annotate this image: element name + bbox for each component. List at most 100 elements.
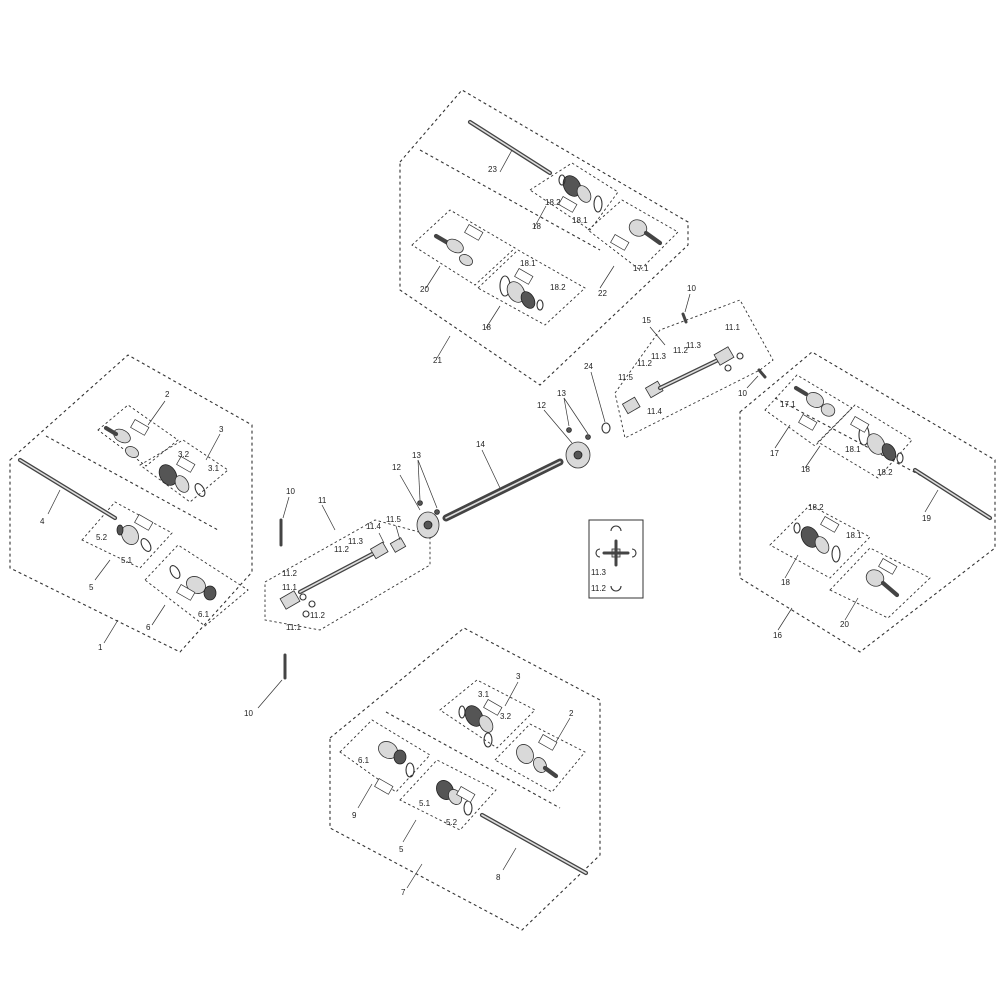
- clamp-ring-icon: [601, 422, 611, 434]
- label-18-1: 18.1: [520, 259, 536, 268]
- label-5: 5: [89, 583, 94, 592]
- bolt-icon: 10: [244, 653, 287, 718]
- bolt-icon: 10: [681, 284, 696, 324]
- label-3-1: 3.1: [478, 690, 490, 699]
- label-4: 4: [40, 517, 45, 526]
- label-18-2: 18.2: [545, 198, 561, 207]
- label-18: 18: [801, 465, 810, 474]
- group-15: 10 10 15 11.1 11.3 11.2 11.2 11.3 11.5 1…: [614, 284, 774, 439]
- label-11-1: 11.1: [286, 623, 302, 632]
- label-17-1: 17.1: [633, 264, 649, 273]
- bearing-icon: [186, 576, 217, 601]
- oil-can-icon: [464, 196, 630, 285]
- bearing-icon: [565, 441, 591, 469]
- label-11-1: 11.1: [282, 583, 298, 592]
- label-11-4: 11.4: [647, 407, 663, 416]
- label-11-3: 11.3: [651, 352, 667, 361]
- label-11-2: 11.2: [310, 611, 326, 620]
- label-18-1: 18.1: [846, 531, 862, 540]
- bolt-icon: [566, 427, 591, 440]
- label-11-2: 11.2: [637, 359, 653, 368]
- label-10: 10: [687, 284, 696, 293]
- u-joint-detail: 11.3 11.2: [588, 519, 644, 599]
- group-14: 12 13 14 12 13 24: [392, 362, 611, 539]
- label-2: 2: [165, 390, 170, 399]
- boot-icon: [458, 705, 494, 748]
- oil-can-icon: [130, 419, 196, 601]
- label-5-1: 5.1: [419, 799, 431, 808]
- shaft-icon: [912, 467, 993, 521]
- label-20: 20: [840, 620, 849, 629]
- bearing-icon: [378, 741, 415, 778]
- label-16: 16: [773, 631, 782, 640]
- label-3-1: 3.1: [208, 464, 220, 473]
- label-12: 12: [392, 463, 401, 472]
- label-11-2: 11.2: [282, 569, 298, 578]
- label-18: 18: [532, 222, 541, 231]
- boot-icon: [558, 174, 603, 213]
- shaft-icon: [17, 457, 118, 521]
- shaft-icon: [657, 357, 721, 391]
- cv-joint-icon: [436, 780, 473, 816]
- oil-can-icon: [374, 699, 558, 803]
- label-13: 13: [412, 451, 421, 460]
- label-1: 1: [98, 643, 103, 652]
- clamp-ring-icon: [595, 525, 637, 592]
- label-18: 18: [482, 323, 491, 332]
- shaft-icon: [467, 119, 553, 176]
- label-2: 2: [569, 709, 574, 718]
- label-23: 23: [488, 165, 497, 174]
- label-18-2: 18.2: [550, 283, 566, 292]
- cv-joint-icon: [865, 569, 900, 598]
- boot-icon: [793, 522, 841, 563]
- label-9: 9: [352, 811, 357, 820]
- bolt-icon: 10: [279, 487, 295, 547]
- label-13: 13: [557, 389, 566, 398]
- label-22: 22: [598, 289, 607, 298]
- group-21: 23 18.2 18.1 18 17.1 22 20 18.1 18.2 18 …: [399, 89, 689, 386]
- label-19: 19: [922, 514, 931, 523]
- u-joint-icon: [369, 537, 407, 560]
- label-15: 15: [642, 316, 651, 325]
- boot-icon: [158, 464, 190, 493]
- label-6-1: 6.1: [198, 610, 210, 619]
- label-3: 3: [516, 672, 521, 681]
- label-18: 18: [781, 578, 790, 587]
- label-18-2: 18.2: [808, 503, 824, 512]
- u-joint-icon: [713, 346, 744, 372]
- label-3: 3: [219, 425, 224, 434]
- label-17-1: 17.1: [780, 400, 796, 409]
- label-10: 10: [286, 487, 295, 496]
- label-7: 7: [401, 888, 406, 897]
- oil-can-icon: [798, 414, 898, 575]
- label-24: 24: [584, 362, 593, 371]
- label-11-2: 11.2: [591, 584, 607, 593]
- group-16: 17.1 17 18.1 18.2 18 19 18.2 18.1 18 20 …: [739, 351, 996, 653]
- cv-joint-icon: [628, 219, 663, 246]
- label-18-1: 18.1: [572, 216, 588, 225]
- bolt-icon: 10: [738, 368, 767, 398]
- label-6: 6: [146, 623, 151, 632]
- label-5-2: 5.2: [446, 818, 458, 827]
- bearing-icon: [416, 511, 440, 539]
- label-18-2: 18.2: [877, 468, 893, 477]
- clamp-ring-icon: [140, 483, 206, 579]
- label-5: 5: [399, 845, 404, 854]
- shaft-icon: [479, 812, 589, 876]
- label-11: 11: [318, 496, 327, 505]
- cv-joint-icon: [103, 425, 139, 458]
- label-11-4: 11.4: [366, 522, 382, 531]
- group-7: 3 3.1 3.2 2 6.1 5.1 5.2 9 5 8 7: [329, 627, 601, 931]
- label-11-3: 11.3: [348, 537, 364, 546]
- label-10: 10: [738, 389, 747, 398]
- boot-icon: [499, 275, 544, 311]
- label-11-1: 11.1: [725, 323, 741, 332]
- label-10: 10: [244, 709, 253, 718]
- label-11-5: 11.5: [386, 515, 402, 524]
- label-12: 12: [537, 401, 546, 410]
- cv-joint-icon: [116, 524, 139, 545]
- label-11-3: 11.3: [591, 568, 607, 577]
- label-11-5: 11.5: [618, 373, 634, 382]
